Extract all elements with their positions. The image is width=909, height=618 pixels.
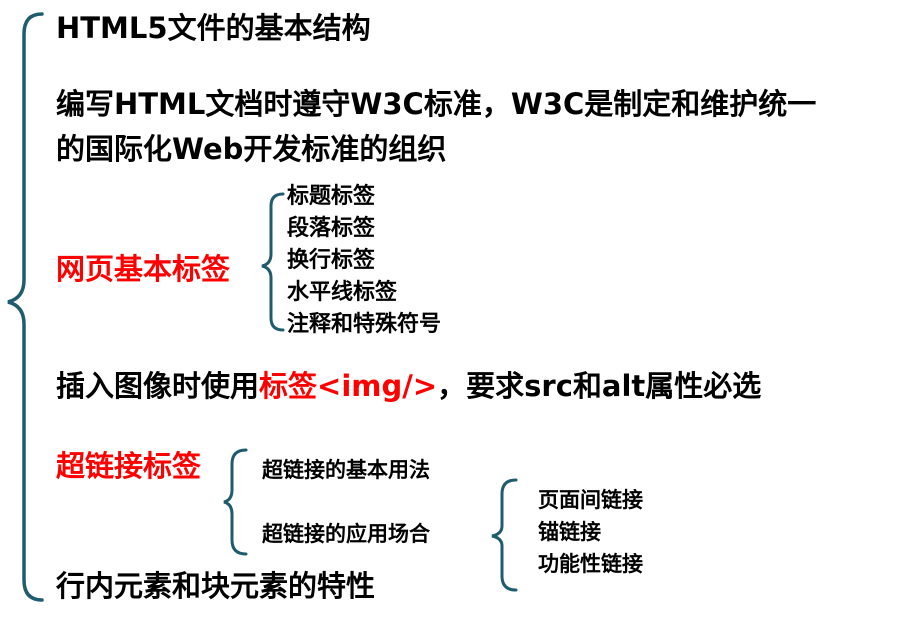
image-insert-statement: 插入图像时使用标签<img/>，要求src和alt属性必选 <box>56 372 761 401</box>
main-brace-icon <box>7 12 44 602</box>
hyperlink-application-item: 功能性链接 <box>538 552 643 576</box>
hyperlink-basic-usage: 超链接的基本用法 <box>262 458 430 482</box>
basic-tags-brace-icon <box>261 192 285 332</box>
basic-tag-item: 段落标签 <box>287 216 376 241</box>
applications-brace-icon <box>491 478 518 592</box>
image-statement-prefix: 插入图像时使用 <box>56 369 260 403</box>
diagram-title: HTML5文件的基本结构 <box>56 11 371 45</box>
basic-tag-item: 标题标签 <box>287 184 376 209</box>
inline-block-elements: 行内元素和块元素的特性 <box>56 569 376 603</box>
image-tag-highlight: 标签<img/> <box>259 369 438 403</box>
hyperlink-label: 超链接标签 <box>56 449 202 483</box>
hyperlink-application-item: 锚链接 <box>538 520 601 544</box>
w3c-statement-line-1: 编写HTML文档时遵守W3C标准，W3C是制定和维护统一 <box>56 87 817 121</box>
hyperlink-brace-icon <box>223 448 248 556</box>
hyperlink-application-item: 页面间链接 <box>538 488 643 512</box>
w3c-statement-line-2: 的国际化Web开发标准的组织 <box>56 132 447 166</box>
hyperlink-applications-label: 超链接的应用场合 <box>262 522 430 546</box>
basic-tag-item: 注释和特殊符号 <box>287 312 442 337</box>
basic-tag-item: 换行标签 <box>287 248 376 273</box>
basic-tag-item: 水平线标签 <box>287 280 398 305</box>
basic-tags-label: 网页基本标签 <box>56 252 231 286</box>
image-statement-suffix: ，要求src和alt属性必选 <box>437 369 762 403</box>
